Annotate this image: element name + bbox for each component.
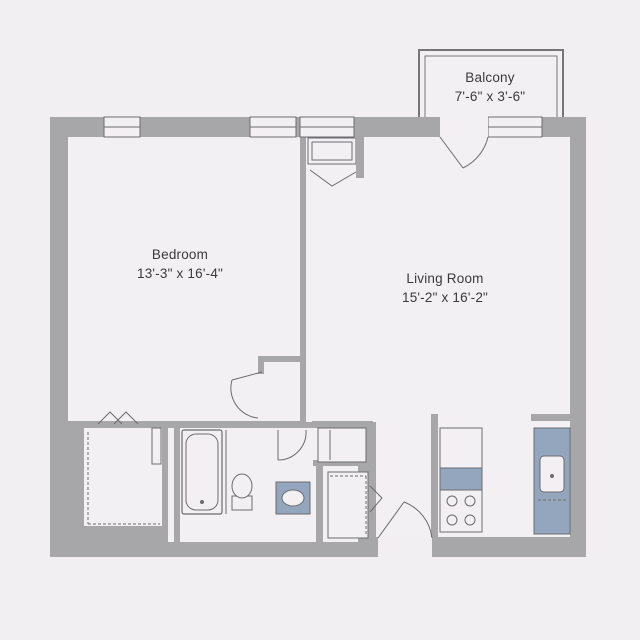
bathroom-door	[277, 429, 307, 461]
bedroom-door	[230, 371, 263, 419]
living-room-dimensions: 15'-2" x 16'-2"	[401, 290, 489, 305]
balcony-name: Balcony	[465, 70, 515, 85]
bathroom	[180, 428, 312, 516]
entry-opening	[378, 537, 432, 559]
bedroom-dimensions: 13'-3" x 16'-4"	[136, 266, 224, 281]
stove	[439, 489, 483, 533]
living-room-name: Living Room	[406, 271, 484, 286]
kitchen	[439, 427, 571, 535]
hall-closet	[317, 427, 369, 539]
bedroom-closet	[68, 427, 168, 542]
bedroom-name: Bedroom	[151, 247, 209, 262]
balcony-dimensions: 7'-6" x 3'-6"	[454, 89, 526, 104]
balcony-label: Balcony 7'-6" x 3'-6"	[422, 68, 558, 106]
living-room-label: Living Room 15'-2" x 16'-2"	[365, 269, 525, 307]
refrigerator	[439, 427, 483, 469]
balcony-door-opening	[440, 114, 488, 138]
interior-walls	[68, 130, 571, 542]
bedroom-label: Bedroom 13'-3" x 16'-4"	[100, 245, 260, 283]
bathtub	[181, 429, 223, 515]
living-closet	[307, 130, 364, 187]
windows	[103, 116, 543, 138]
entry-door	[369, 485, 433, 539]
balcony-door	[439, 136, 489, 169]
bedroom-closet-doors	[97, 411, 139, 425]
